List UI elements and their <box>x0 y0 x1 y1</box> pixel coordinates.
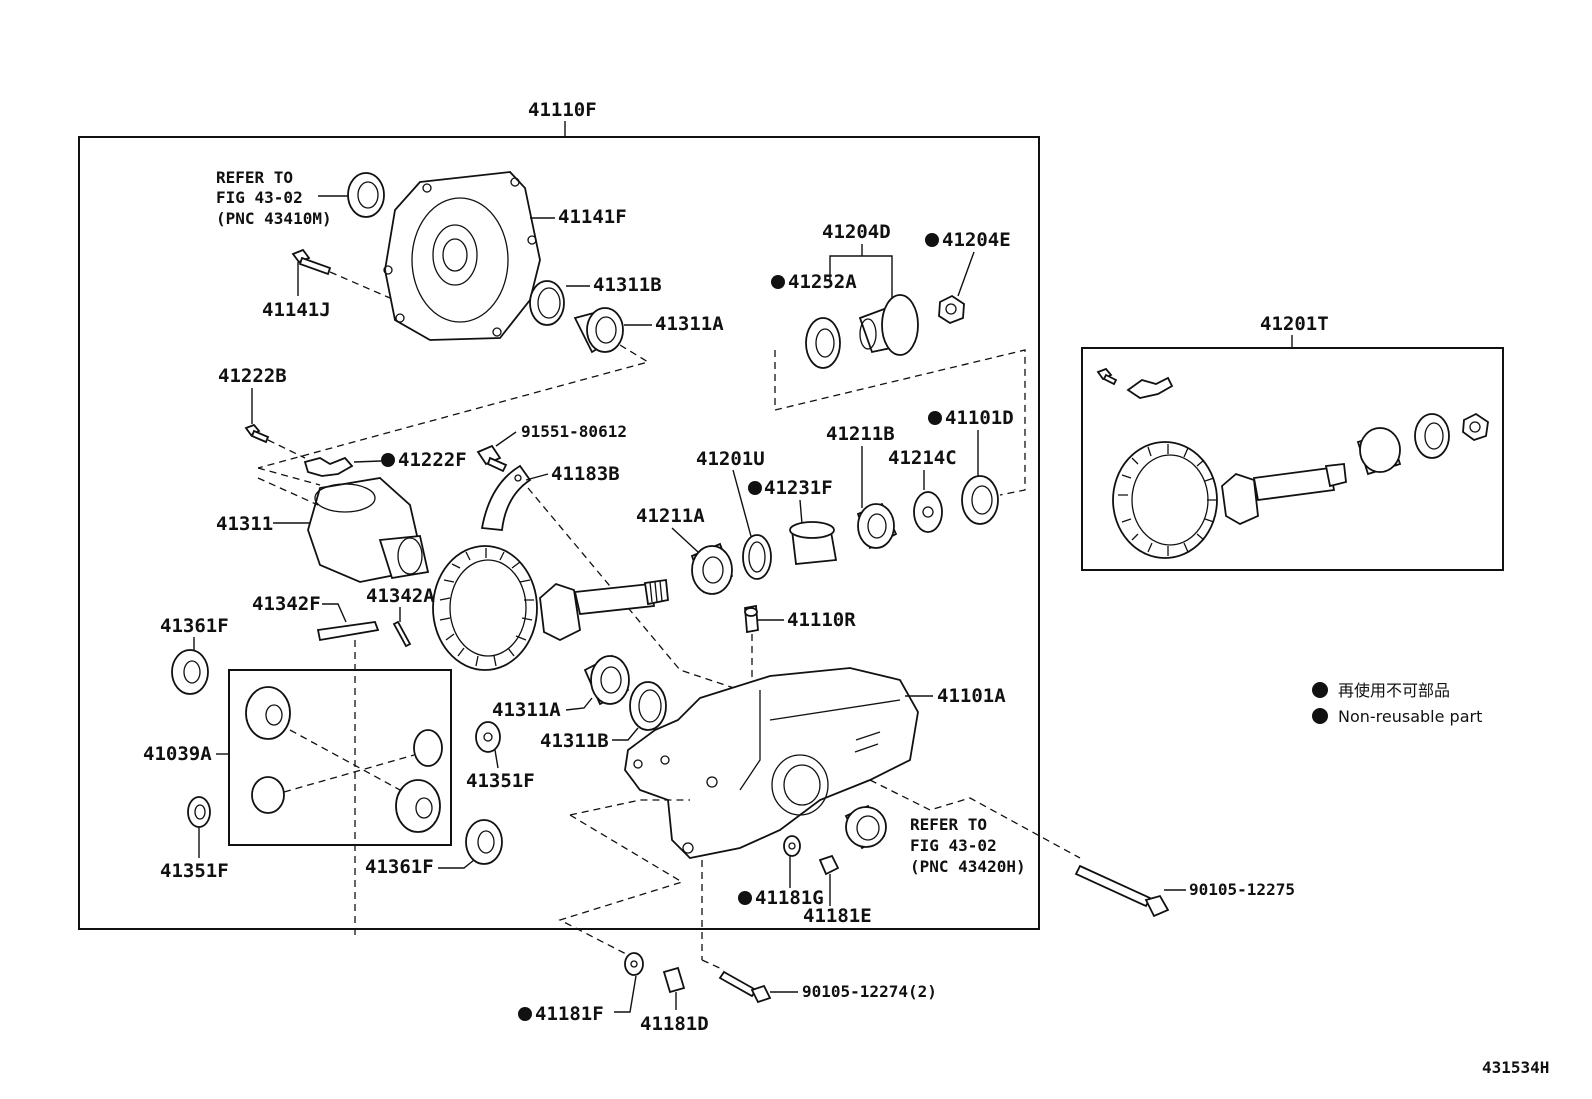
part-label-41311A-bot[interactable]: 41311A <box>492 699 561 721</box>
diff-case-41311-drawing <box>307 477 430 583</box>
part-label-41361F-bot[interactable]: 41361F <box>365 856 434 878</box>
part-label-41211A[interactable]: 41211A <box>636 505 705 527</box>
part-label-90105-12275[interactable]: 90105-12275 <box>1189 880 1295 899</box>
part-label-41311A-top[interactable]: 41311A <box>655 313 724 335</box>
part-label-41141F[interactable]: 41141F <box>558 206 627 228</box>
legend-en-text: Non-reusable part <box>1338 707 1482 726</box>
oil-seal-ref-drawing <box>347 172 385 218</box>
part-label-41201U[interactable]: 41201U <box>696 448 765 470</box>
svg-text:REFER TO: REFER TO <box>910 815 987 834</box>
oil-seal-ref-right-drawing <box>844 804 887 850</box>
part-label-41351F-left[interactable]: 41351F <box>160 860 229 882</box>
legend: 再使用不可部品 Non-reusable part <box>1312 681 1482 726</box>
part-label-41211B[interactable]: 41211B <box>826 423 895 445</box>
svg-text:FIG 43-02: FIG 43-02 <box>216 188 303 207</box>
ring-gear-pinion-drawing <box>432 545 669 671</box>
svg-text:FIG 43-02: FIG 43-02 <box>910 836 997 855</box>
part-label-41110R[interactable]: 41110R <box>787 609 856 631</box>
washer-41361F-top-drawing <box>171 649 209 695</box>
svg-text:(PNC 43410M): (PNC 43410M) <box>216 209 332 228</box>
part-label-41311B-bot[interactable]: 41311B <box>540 730 609 752</box>
cover-plate-drawing <box>383 171 541 341</box>
bearing-41211A-drawing <box>690 542 734 595</box>
part-label-41342A[interactable]: 41342A <box>366 585 435 607</box>
kit-label[interactable]: 41201T <box>1260 313 1329 335</box>
washer-41214C-drawing <box>913 491 943 533</box>
flange-41204D-drawing <box>858 294 919 356</box>
part-label-41351F-mid[interactable]: 41351F <box>466 770 535 792</box>
part-label-41181F[interactable]: 41181F <box>535 1003 604 1025</box>
legend-jp-text: 再使用不可部品 <box>1338 681 1450 700</box>
seal-41252A-drawing <box>805 317 841 369</box>
bolt-91551-drawing <box>476 444 508 473</box>
assembly-frame <box>78 136 1040 930</box>
diff-gear-box <box>228 669 452 846</box>
gasket-41181F-drawing <box>624 952 644 976</box>
kit-41201T-contents-drawing <box>1096 367 1489 559</box>
bolt-90105-12274-drawing <box>718 970 772 1004</box>
carrier-housing-41101A-drawing <box>624 667 919 859</box>
shim-41201U-drawing <box>742 534 772 580</box>
bracket-41183B-drawing <box>480 464 532 531</box>
part-label-41311B-top[interactable]: 41311B <box>593 274 662 296</box>
part-label-90105-12274[interactable]: 90105-12274(2) <box>802 982 937 1001</box>
gasket-41181G-drawing <box>783 835 801 857</box>
pin-41342A-drawing <box>392 620 412 648</box>
part-label-41231F[interactable]: 41231F <box>764 477 833 499</box>
part-label-41222F[interactable]: 41222F <box>398 449 467 471</box>
nut-41204E-drawing <box>938 294 965 325</box>
breather-41110R-drawing <box>744 604 759 634</box>
part-label-41342F[interactable]: 41342F <box>252 593 321 615</box>
part-label-41181E[interactable]: 41181E <box>803 905 872 927</box>
part-label-91551-80612[interactable]: 91551-80612 <box>521 422 627 441</box>
part-label-41141J[interactable]: 41141J <box>262 299 331 321</box>
part-label-41361F-top[interactable]: 41361F <box>160 615 229 637</box>
washer-41361F-bot-drawing <box>465 819 503 865</box>
part-label-41311[interactable]: 41311 <box>216 513 273 535</box>
washer-41351F-left-drawing <box>187 796 211 828</box>
bolt-90105-12275-drawing <box>1074 864 1170 918</box>
part-label-41252A[interactable]: 41252A <box>788 271 857 293</box>
assembly-label[interactable]: 41110F <box>528 99 597 121</box>
refer-note-right: REFER TO FIG 43-02 (PNC 43420H) <box>910 815 1026 876</box>
part-label-41214C[interactable]: 41214C <box>888 447 957 469</box>
bolt-41141J-drawing <box>291 248 332 276</box>
part-label-41183B[interactable]: 41183B <box>551 463 620 485</box>
part-label-41222B[interactable]: 41222B <box>218 365 287 387</box>
part-label-41204D[interactable]: 41204D <box>822 221 891 243</box>
spacer-41231F-drawing <box>789 521 838 565</box>
bearing-41311A-top-drawing <box>573 307 624 354</box>
washer-41351F-mid-drawing <box>475 721 501 753</box>
seal-41101D-drawing <box>961 475 999 525</box>
part-label-41101A[interactable]: 41101A <box>937 685 1006 707</box>
part-label-41101D[interactable]: 41101D <box>945 407 1014 429</box>
plug-41181D-drawing <box>662 966 686 994</box>
race-41311B-bot-drawing <box>629 681 667 731</box>
pin-41342F-drawing <box>316 621 380 642</box>
svg-text:REFER TO: REFER TO <box>216 168 293 187</box>
refer-note-top: REFER TO FIG 43-02 (PNC 43410M) <box>216 168 332 228</box>
diff-gears-drawing <box>245 686 443 833</box>
part-label-41039A[interactable]: 41039A <box>143 743 212 765</box>
bearing-41211B-drawing <box>856 502 898 550</box>
bearing-41311A-bot-drawing <box>583 654 630 706</box>
part-label-41204E[interactable]: 41204E <box>942 229 1011 251</box>
part-label-41181D[interactable]: 41181D <box>640 1013 709 1035</box>
plug-41181E-drawing <box>818 854 840 876</box>
lock-plate-41222F-drawing <box>303 456 354 477</box>
part-label-41181G[interactable]: 41181G <box>755 887 824 909</box>
svg-text:(PNC 43420H): (PNC 43420H) <box>910 857 1026 876</box>
race-41311B-top-drawing <box>529 280 565 326</box>
diagram-id: 431534H <box>1482 1058 1549 1077</box>
bolt-41222B-drawing <box>244 423 270 444</box>
